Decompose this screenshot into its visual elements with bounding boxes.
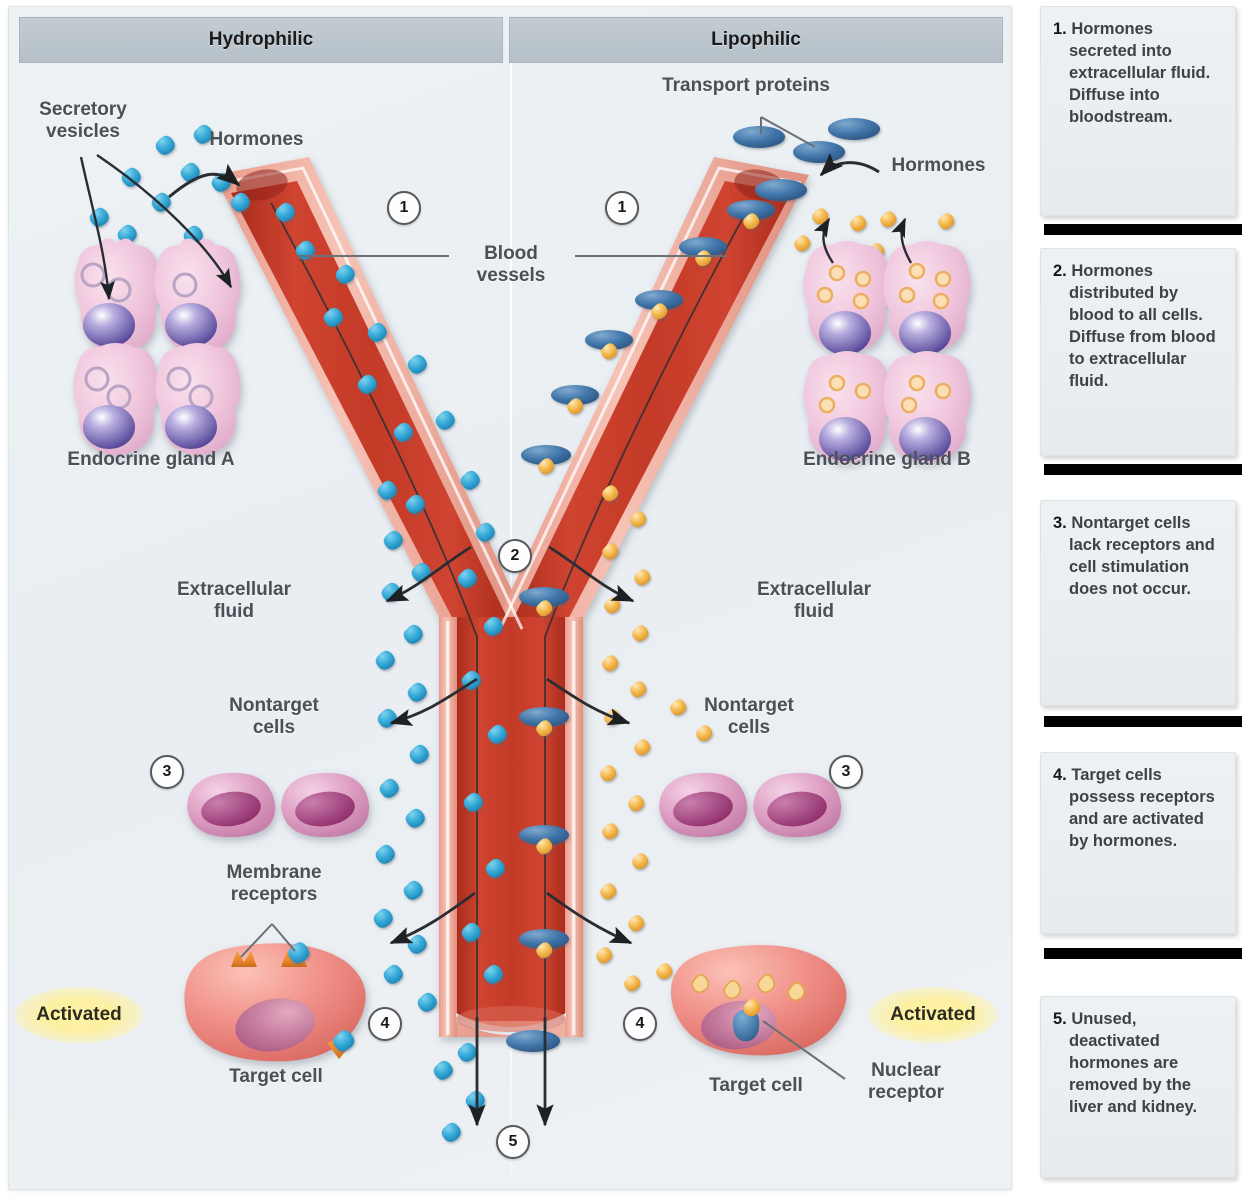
label-hormones-right: Hormones xyxy=(891,155,986,176)
steps-sidebar: 1. Hormones secreted into extracellular … xyxy=(1022,0,1246,1200)
step-5-body: Unused, deactivated hormones are removed… xyxy=(1069,1010,1198,1116)
label-transport-proteins: Transport proteins xyxy=(662,75,830,96)
label-membrane-receptors: Membrane receptors xyxy=(226,862,322,906)
step-divider-4 xyxy=(1044,948,1242,959)
step-box-1: 1. Hormones secreted into extracellular … xyxy=(1040,6,1236,216)
leader-lines-and-arrows xyxy=(79,152,913,1127)
step-4-text: 4. Target cells possess receptors and ar… xyxy=(1053,765,1225,853)
step-4-number: 4. xyxy=(1053,766,1067,784)
target-cell-left xyxy=(184,943,366,1062)
header-hydrophilic: Hydrophilic xyxy=(19,17,503,63)
step-marker-2-center: 2 xyxy=(498,539,532,573)
label-extracellular-fluid-right: Extracellular fluid xyxy=(756,579,872,623)
label-hormones-left: Hormones xyxy=(209,129,304,150)
transport-proteins xyxy=(506,118,880,1052)
step-5-number: 5. xyxy=(1053,1010,1067,1028)
label-nontarget-cells-right: Nontarget cells xyxy=(704,695,794,739)
step-3-body: Nontarget cells lack receptors and cell … xyxy=(1069,514,1215,598)
label-endocrine-gland-b: Endocrine gland B xyxy=(803,449,971,470)
label-blood-vessels: Blood vessels xyxy=(476,243,546,287)
label-target-cell-right: Target cell xyxy=(709,1075,803,1096)
step-box-3: 3. Nontarget cells lack receptors and ce… xyxy=(1040,500,1236,706)
label-target-cell-left: Target cell xyxy=(229,1066,323,1087)
step-divider-1 xyxy=(1044,224,1242,235)
membrane-receptor-icons xyxy=(231,942,355,1059)
step-divider-2 xyxy=(1044,464,1242,475)
label-secretory-vesicles: Secretory vesicles xyxy=(39,99,127,143)
diagram-artwork xyxy=(73,116,971,1142)
step-2-body: Hormones distributed by blood to all cel… xyxy=(1069,262,1216,390)
step-marker-5-center: 5 xyxy=(496,1125,530,1159)
header-lipophilic: Lipophilic xyxy=(509,17,1003,63)
step-1-body: Hormones secreted into extracellular flu… xyxy=(1069,20,1211,126)
step-divider-3 xyxy=(1044,716,1242,727)
step-marker-4-right: 4 xyxy=(623,1007,657,1041)
step-marker-4-left: 4 xyxy=(368,1007,402,1041)
nontarget-cells-right xyxy=(659,772,842,838)
activated-badge-right: Activated xyxy=(869,987,997,1043)
step-1-text: 1. Hormones secreted into extracellular … xyxy=(1053,19,1225,129)
step-marker-3-right: 3 xyxy=(829,755,863,789)
step-2-text: 2. Hormones distributed by blood to all … xyxy=(1053,261,1225,393)
label-endocrine-gland-a: Endocrine gland A xyxy=(67,449,235,470)
step-3-number: 3. xyxy=(1053,514,1067,532)
step-4-body: Target cells possess receptors and are a… xyxy=(1069,766,1215,850)
label-extracellular-fluid-left: Extracellular fluid xyxy=(176,579,292,623)
target-cell-right xyxy=(670,945,847,1056)
step-5-text: 5. Unused, deactivated hormones are remo… xyxy=(1053,1009,1225,1119)
step-1-number: 1. xyxy=(1053,20,1067,38)
step-box-2: 2. Hormones distributed by blood to all … xyxy=(1040,248,1236,456)
endocrine-gland-a-cells xyxy=(73,238,241,455)
step-marker-1-left: 1 xyxy=(387,191,421,225)
label-leader-lines xyxy=(240,116,846,1080)
step-3-text: 3. Nontarget cells lack receptors and ce… xyxy=(1053,513,1225,601)
step-box-4: 4. Target cells possess receptors and ar… xyxy=(1040,752,1236,934)
activated-badge-left: Activated xyxy=(15,987,143,1043)
label-nontarget-cells-left: Nontarget cells xyxy=(229,695,319,739)
step-marker-3-left: 3 xyxy=(150,755,184,789)
label-nuclear-receptor: Nuclear receptor xyxy=(867,1060,945,1104)
nontarget-cells-left xyxy=(187,772,370,838)
step-marker-1-right: 1 xyxy=(605,191,639,225)
step-box-5: 5. Unused, deactivated hormones are remo… xyxy=(1040,996,1236,1178)
diagram-panel: Hydrophilic Lipophilic xyxy=(8,6,1012,1190)
step-2-number: 2. xyxy=(1053,262,1067,280)
endocrine-gland-b-cells xyxy=(803,241,971,463)
